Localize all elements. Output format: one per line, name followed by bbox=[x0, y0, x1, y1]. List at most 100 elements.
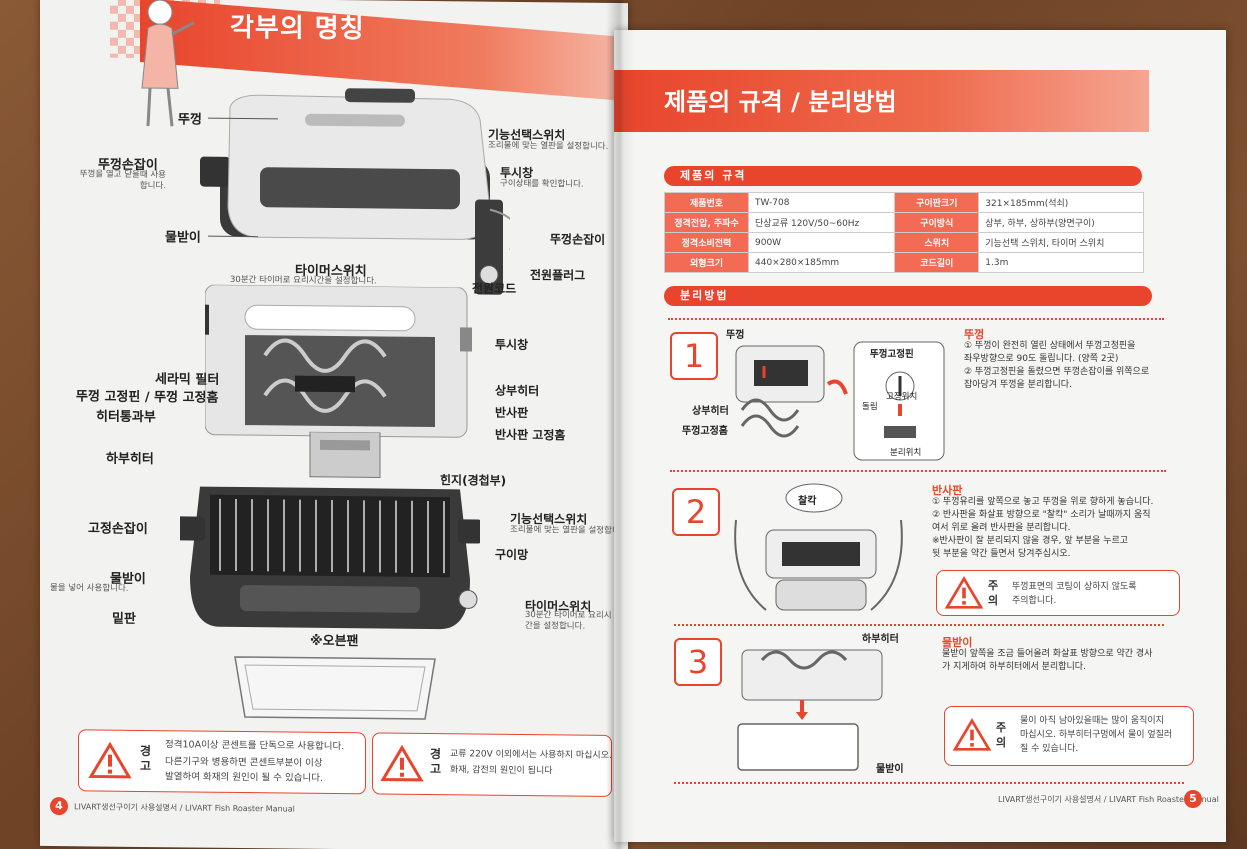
step-1-label-sep-pos: 분리위치 bbox=[890, 448, 922, 458]
step-1-line-1: ① 뚜껑이 완전히 열린 상태에서 뚜껑고정핀을 bbox=[964, 341, 1136, 351]
warning-triangle-icon bbox=[952, 718, 992, 751]
table-row: 외형크기 440×280×185mm 코드길이 1.3m bbox=[664, 252, 1144, 273]
label-lower-heater: 하부히터 bbox=[106, 451, 154, 468]
step-1-number: 1 bbox=[670, 332, 718, 380]
spec-value: 상부, 하부, 상하부(양면구이) bbox=[978, 212, 1144, 233]
step-1-title: 뚜껑 bbox=[964, 328, 985, 341]
right-page-number: 5 bbox=[1184, 790, 1202, 808]
dotted-divider bbox=[674, 782, 1184, 784]
table-row: 정격전압, 주파수 단상교류 120V/50~60Hz 구이방식 상부, 하부,… bbox=[664, 212, 1144, 233]
label-oven-pan: ※오븐팬 bbox=[310, 633, 359, 650]
left-page-number: 4 bbox=[50, 797, 68, 816]
table-row: 제품번호 TW-708 구이판크기 321×185mm(석쇠) bbox=[664, 192, 1144, 213]
table-row: 정격소비전력 900W 스위치 기능선택 스위치, 타이머 스위치 bbox=[664, 232, 1144, 253]
warning-triangle-icon bbox=[88, 741, 132, 779]
spec-value: 440×280×185mm bbox=[747, 252, 896, 273]
label-lid: 뚜껑 bbox=[178, 112, 202, 128]
right-footer: LIVART생선구이기 사용설명서 / LIVART Fish Roaster … bbox=[998, 795, 1219, 804]
caution-step-3-line-3: 질 수 있습니다. bbox=[1020, 744, 1079, 754]
label-func-switch2-sub: 조리물에 맞는 열판을 설정합니다. bbox=[510, 524, 628, 537]
warning-1-line-3: 발열하여 화재의 원인이 될 수 있습니다. bbox=[165, 771, 323, 784]
caution-step-3-head: 주의 bbox=[996, 721, 1007, 749]
label-lid-pin: 뚜껑 고정핀 / 뚜껑 고정홈 bbox=[76, 389, 219, 406]
label-drip-tray-top: 물받이 bbox=[165, 230, 201, 246]
spec-value: TW-708 bbox=[747, 192, 896, 213]
label-grill: 구이망 bbox=[495, 547, 529, 563]
step-2-line-3: 여서 위로 올려 반사판을 분리합니다. bbox=[932, 523, 1071, 533]
step-2-figure bbox=[734, 483, 903, 611]
warning-1-head: 경고 bbox=[140, 743, 152, 774]
label-upper-heater: 상부히터 bbox=[495, 383, 540, 399]
left-page: 각부의 명칭 뚜껑 뚜껑손잡이 뚜껑을 열고 닫을때 사용합니다. 물받이 기능… bbox=[40, 0, 628, 849]
spec-key: 구이방식 bbox=[894, 212, 980, 233]
label-timer-switch2-sub: 30분간 타이머로 요리시간을 설정합니다. bbox=[525, 610, 612, 632]
dotted-divider bbox=[668, 318, 1164, 320]
step-2-line-5: 뒷 부분을 약간 들면서 당겨주십시오. bbox=[932, 549, 1071, 559]
step-3-number: 3 bbox=[674, 638, 722, 686]
caution-step-2-head: 주의 bbox=[988, 579, 999, 607]
spec-key: 정격전압, 주파수 bbox=[664, 212, 749, 233]
warning-2-line-1: 교류 220V 이외에서는 사용하지 마십시오. bbox=[450, 749, 612, 761]
spec-key: 정격소비전력 bbox=[664, 232, 749, 253]
warning-1-line-2: 다른기구와 병용하면 콘센트부분이 이상 bbox=[165, 756, 323, 769]
label-reflector-groove: 반사판 고정홈 bbox=[495, 427, 566, 443]
dotted-divider bbox=[670, 470, 1166, 472]
spec-value: 1.3m bbox=[978, 252, 1144, 273]
step-1-label-lid-groove: 뚜껑고정홈 bbox=[682, 426, 728, 437]
step-1-line-2: 좌우방향으로 90도 돌립니다. (양쪽 2곳) bbox=[964, 354, 1119, 364]
step-2-title: 반사판 bbox=[932, 484, 963, 497]
warning-2-head: 경고 bbox=[430, 747, 442, 777]
label-power-cord: 전원코드 bbox=[472, 281, 517, 296]
warning-triangle-icon bbox=[944, 576, 984, 609]
label-lid-handle-sub: 뚜껑을 열고 닫을때 사용합니다. bbox=[79, 169, 166, 192]
label-view-window-sub: 구이상태를 확인합니다. bbox=[500, 178, 584, 190]
label-fixed-handle: 고정손잡이 bbox=[88, 521, 148, 538]
step-3-figure bbox=[737, 649, 883, 771]
caution-step-3-line-1: 물이 아직 남아있을때는 많이 움직이지 bbox=[1020, 716, 1164, 726]
step-3-line-1: 물받이 앞쪽을 조금 들어올려 화살표 방향으로 약간 경사 bbox=[942, 649, 1153, 659]
step-3-label-drip-tray: 물받이 bbox=[876, 764, 904, 775]
label-reflector: 반사판 bbox=[495, 405, 529, 421]
step-1-label-lid: 뚜껑 bbox=[726, 330, 745, 341]
spec-key: 제품번호 bbox=[664, 192, 749, 213]
label-power-plug: 전원플러그 bbox=[530, 268, 586, 283]
spec-value: 321×185mm(석쇠) bbox=[978, 192, 1144, 213]
step-3-title: 물받이 bbox=[942, 636, 973, 649]
spec-table: 제품번호 TW-708 구이판크기 321×185mm(석쇠) 정격전압, 주파… bbox=[664, 192, 1144, 273]
spec-key: 코드길이 bbox=[894, 252, 980, 273]
left-page-title: 각부의 명칭 bbox=[230, 12, 365, 45]
oven-pan-figure bbox=[234, 656, 436, 720]
step-1-label-upper-heater: 상부히터 bbox=[692, 406, 729, 417]
step-2-label-click: 찰칵 bbox=[798, 496, 817, 507]
right-page-header-band bbox=[614, 70, 1149, 132]
step-1-line-3: ② 뚜껑고정핀을 돌렸으면 뚜껑손잡이를 위쪽으로 bbox=[964, 367, 1150, 377]
warning-triangle-icon bbox=[380, 744, 424, 782]
assembled-roaster-figure bbox=[200, 88, 510, 295]
base-exploded-figure bbox=[180, 486, 480, 630]
caution-box-step-3 bbox=[944, 706, 1194, 766]
spec-key: 구이판크기 bbox=[894, 192, 980, 213]
step-2-line-2: ② 반사판을 화살표 방향으로 "찰칵" 소리가 날때까지 움직 bbox=[932, 510, 1151, 520]
spec-value: 단상교류 120V/50~60Hz bbox=[747, 212, 896, 233]
spec-key: 스위치 bbox=[894, 232, 980, 253]
step-3-label-lower-heater: 하부히터 bbox=[862, 634, 899, 645]
caution-step-2-line-1: 뚜껑표면의 코팅이 상하지 않도록 bbox=[1012, 582, 1137, 592]
label-lid-handle-right: 뚜껑손잡이 bbox=[550, 232, 606, 247]
step-2-line-1: ① 뚜껑유리를 앞쪽으로 놓고 뚜껑을 위로 향하게 놓습니다. bbox=[932, 497, 1154, 507]
caution-step-2-line-2: 주의합니다. bbox=[1012, 596, 1057, 606]
step-3-line-2: 가 지게하여 하부히터에서 분리합니다. bbox=[942, 662, 1086, 672]
step-2-number: 2 bbox=[672, 488, 720, 536]
label-heater-pass: 히터통과부 bbox=[96, 409, 156, 426]
lid-exploded-figure bbox=[205, 284, 472, 438]
spec-key: 외형크기 bbox=[664, 252, 749, 273]
step-1-figure bbox=[735, 341, 945, 461]
spec-value: 900W bbox=[747, 232, 896, 253]
step-1-label-fix-pos: 고정위치 bbox=[886, 392, 918, 402]
step-1-line-4: 잡아당겨 뚜껑을 분리합니다. bbox=[964, 380, 1072, 390]
right-page-title: 제품의 규격 / 분리방법 bbox=[664, 88, 897, 116]
left-footer: LIVART생선구이기 사용설명서 / LIVART Fish Roaster … bbox=[74, 802, 295, 814]
label-base: 밑판 bbox=[112, 611, 136, 627]
label-ceramic-filter: 세라믹 필터 bbox=[155, 372, 220, 388]
spec-value: 기능선택 스위치, 타이머 스위치 bbox=[978, 232, 1144, 253]
right-page: 제품의 규격 / 분리방법 제품의 규격 제품번호 TW-708 구이판크기 3… bbox=[614, 30, 1226, 842]
